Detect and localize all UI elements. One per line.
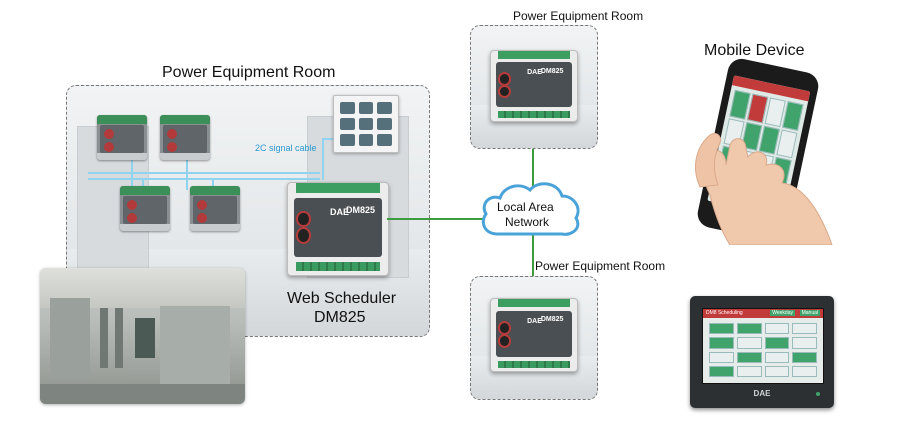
signal-cable-line <box>88 172 320 174</box>
signal-cable-line <box>88 178 320 180</box>
touch-panel-device: DM8 Scheduling Weekday Manual DAE <box>690 296 834 408</box>
hand-icon <box>695 132 833 245</box>
mobile-device-label: Mobile Device <box>704 42 805 59</box>
wire-main-to-lan <box>387 218 488 220</box>
touch-panel-led <box>816 392 820 396</box>
wire-lan-to-bottom <box>532 234 534 294</box>
web-scheduler-model-label: DM825 <box>314 309 366 326</box>
lan-label-line2: Network <box>505 215 550 229</box>
relay-module <box>120 186 170 231</box>
dm825-device-bottom: DAE DM825 <box>490 298 578 372</box>
touch-panel-tab-manual: Manual <box>799 310 820 316</box>
lan-cloud-icon <box>481 182 580 236</box>
dm825-device-main: DAE DM825 <box>287 182 389 276</box>
relay-module <box>160 115 210 160</box>
lan-label-line1: Local Area <box>497 200 554 214</box>
room-photo <box>40 268 245 404</box>
wall-switch-panel <box>333 95 399 153</box>
touch-panel-header: DM8 Scheduling <box>706 310 743 316</box>
room-label-top: Power Equipment Room <box>513 9 644 23</box>
touch-panel-brand: DAE <box>753 389 771 398</box>
touch-panel-tab-weekday: Weekday <box>770 310 795 316</box>
room-label-main: Power Equipment Room <box>162 64 336 81</box>
touch-panel-screen: DM8 Scheduling Weekday Manual <box>702 308 824 384</box>
web-scheduler-label: Web Scheduler <box>287 290 397 307</box>
dm825-device-top: DAE DM825 <box>490 50 578 122</box>
wire-top-to-lan <box>532 118 534 190</box>
signal-cable-label: 2C signal cable <box>255 143 317 153</box>
relay-module <box>97 115 147 160</box>
room-label-bottom: Power Equipment Room <box>535 259 666 273</box>
relay-module <box>190 186 240 231</box>
